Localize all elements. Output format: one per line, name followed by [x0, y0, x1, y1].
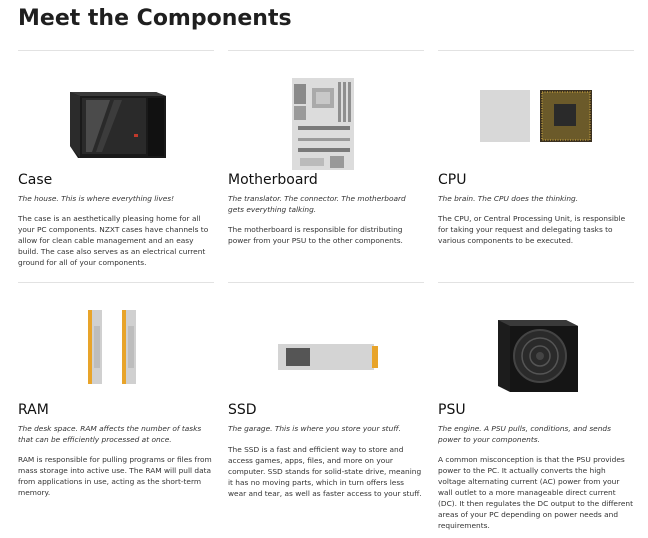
divider	[228, 50, 424, 51]
component-tagline: The brain. The CPU does the thinking.	[438, 194, 579, 203]
component-name: SSD	[228, 402, 257, 418]
ssd-image	[278, 344, 378, 370]
component-description: The case is an aesthetically pleasing ho…	[18, 214, 209, 267]
component-card-cpu: CPU The brain. The CPU does the thinking…	[438, 50, 634, 270]
component-tagline: The house. This is where everything live…	[18, 194, 175, 203]
divider	[18, 50, 214, 51]
component-name: CPU	[438, 172, 467, 188]
divider	[438, 50, 634, 51]
component-description: The SSD is a fast and efficient way to s…	[228, 445, 422, 498]
page-title: Meet the Components	[18, 6, 292, 31]
component-tagline: The engine. A PSU pulls, conditions, and…	[438, 424, 611, 444]
component-name: RAM	[18, 402, 49, 418]
divider	[228, 282, 424, 283]
psu-image	[498, 320, 578, 392]
component-card-psu: PSU The engine. A PSU pulls, conditions,…	[438, 282, 634, 532]
component-card-motherboard: Motherboard The translator. The connecto…	[228, 50, 424, 270]
component-tagline: The garage. This is where you store your…	[228, 424, 401, 433]
ram-image	[88, 310, 136, 384]
component-name: Motherboard	[228, 172, 318, 188]
motherboard-image	[292, 78, 354, 170]
case-image	[70, 92, 166, 158]
component-tagline: The translator. The connector. The mothe…	[228, 194, 406, 214]
component-description: RAM is responsible for pulling programs …	[18, 455, 212, 497]
component-tagline: The desk space. RAM affects the number o…	[18, 424, 202, 444]
component-name: PSU	[438, 402, 466, 418]
component-description: A common misconception is that the PSU p…	[438, 455, 633, 530]
component-name: Case	[18, 172, 53, 188]
component-card-case: Case The house. This is where everything…	[18, 50, 214, 270]
component-description: The motherboard is responsible for distr…	[228, 225, 403, 245]
divider	[438, 282, 634, 283]
cpu-image	[480, 90, 592, 142]
component-card-ram: RAM The desk space. RAM affects the numb…	[18, 282, 214, 532]
component-card-ssd: SSD The garage. This is where you store …	[228, 282, 424, 532]
divider	[18, 282, 214, 283]
component-description: The CPU, or Central Processing Unit, is …	[438, 214, 626, 245]
